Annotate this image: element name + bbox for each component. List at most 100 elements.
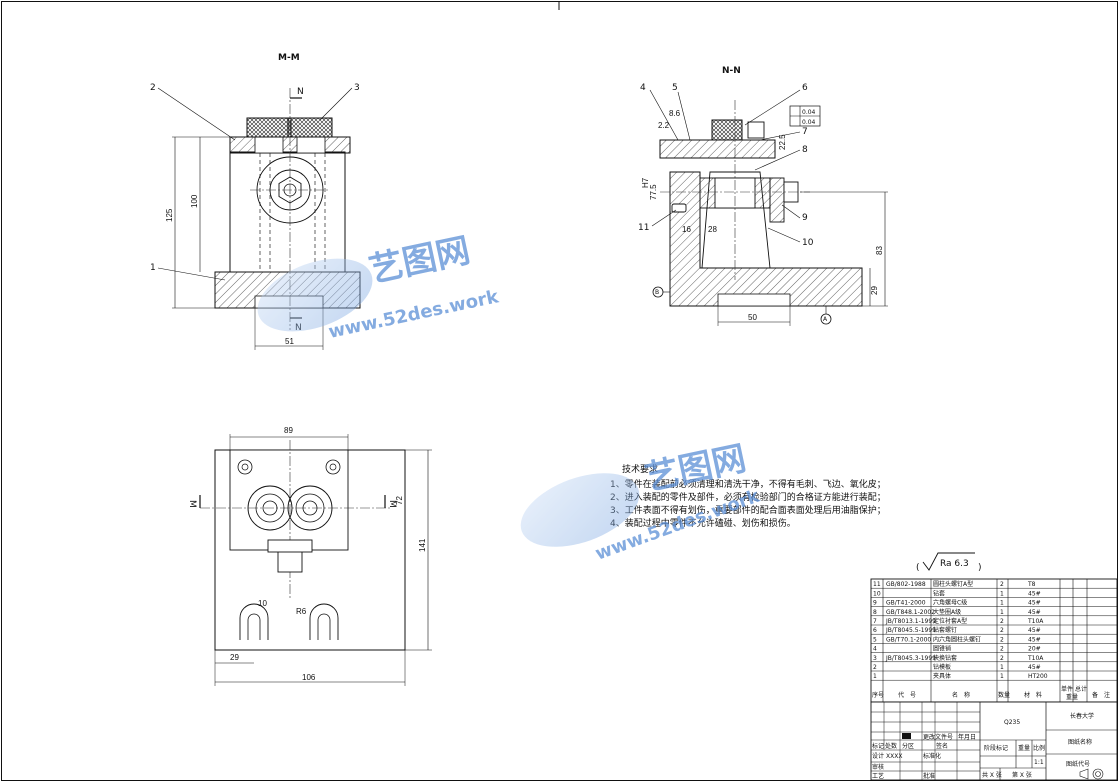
parts-cell-mat: 45# [1028,627,1041,634]
parts-cell-qty: 2 [1000,581,1004,588]
dim-nn-left-b: H7 [641,177,650,188]
parts-cell-qty: 2 [1000,618,1004,625]
tb-mark: 标记 [872,742,884,750]
hdr-name: 名 称 [952,691,970,699]
watermark-2: 艺图网 www.52des.work [520,438,763,565]
tb-sheets: 共 X 张 [982,771,1002,779]
parts-cell-no: 9 [873,600,877,607]
parts-cell-mat: T10A [1027,655,1044,662]
tb-process: 工艺 [872,772,884,780]
view-title-mm: M-M [278,53,300,63]
dim-mm-height-inner: 100 [190,194,199,208]
tb-org: 长春大学 [1070,712,1094,720]
parts-cell-qty: 2 [1000,646,1004,653]
parts-cell-name: 钻模板 [933,663,951,671]
parts-cell-no: 3 [873,655,877,662]
tb-review: 审核 [872,763,884,771]
redacted-block [902,733,911,739]
parts-cell-no: 6 [873,627,877,634]
dim-nn-right-base: 29 [870,286,879,295]
note-3: 3、工件表面不得有划伤，重要部件的配合面表面处理后用油脂保护； [610,504,886,516]
dim-nn-mid: 28 [708,225,717,234]
dim-nn-base-width: 50 [748,313,757,322]
parts-cell-mat: 45# [1028,636,1041,643]
hdr-wt: 重量 [1066,693,1078,701]
tb-date: 年月日 [958,733,976,741]
parts-cell-name: 大垫圈A级 [933,608,961,616]
dim-top-r2: 10 [258,599,267,608]
parts-cell-code: JB/T8045.3-1999 [885,655,936,662]
callout-1: 1 [150,263,156,273]
parts-cell-qty: 2 [1000,655,1004,662]
parts-cell-qty: 1 [1000,590,1004,597]
callout-3: 3 [354,83,360,93]
view-title-nn: N-N [722,66,741,76]
callout-7: 7 [802,127,808,137]
tb-scale: 比例 [1033,744,1045,752]
parts-cell-mat: 20# [1028,646,1041,653]
parts-cell-mat: 45# [1028,600,1041,607]
parts-cell-mat: T10A [1027,618,1044,625]
title-block: 标记 处数 分区 更改文件号 签名 年月日 设计 XXXX 标准化 审核 工艺 … [870,701,1118,781]
parts-cell-code: GB/802-1988 [886,581,926,588]
dim-nn-top-a: 8.6 [669,109,681,118]
parts-list-header: 序号 代 号 名 称 数量 材 料 单件 总计 重量 备 注 [872,685,1110,701]
parts-cell-qty: 2 [1000,627,1004,634]
dim-nn-top-b: 2.2 [658,121,670,130]
callout-2: 2 [150,83,156,93]
tb-design-name: XXXX [886,753,902,760]
parts-cell-mat: T8 [1027,581,1036,588]
parts-cell-name: 内六角圆柱头螺钉 [933,635,981,643]
tb-doc: 更改文件号 [923,733,953,741]
section-letter-n-top: N [297,87,304,97]
parts-cell-no: 8 [873,609,877,616]
parts-cell-code: GB/T41-2000 [886,600,926,607]
dim-nn-mid2: 16 [682,225,691,234]
parts-cell-no: 11 [873,581,881,588]
callout-9: 9 [802,213,808,223]
technical-requirements: 技术要求 1、零件在装配前必须清理和清洗干净，不得有毛刺、飞边、氧化皮； 2、进… [610,463,886,529]
callout-4: 4 [640,83,646,93]
parts-cell-no: 7 [873,618,877,625]
dim-top-side: 72 [395,496,404,505]
callout-8: 8 [802,145,808,155]
projection-symbol-icon [1079,768,1104,780]
callout-6: 6 [802,83,808,93]
note-2: 2、进入装配的零件及部件，必须有检验部门的合格证方能进行装配； [610,491,886,503]
datum-b: B [655,289,659,296]
watermark-globe-icon [257,258,373,332]
section-view-nn: N-N B A 0.04 0.04 83 [638,66,888,326]
parts-cell-no: 1 [873,673,877,680]
parts-cell-code: JB/T8013.1-1999 [885,618,936,625]
section-letter-m-right: M [387,500,397,508]
tb-sign: 签名 [936,742,948,750]
roughness-paren-right: ) [978,563,982,573]
hdr-code: 代 号 [898,691,916,699]
dim-nn-right-height: 83 [875,246,884,255]
dim-nn-left-a: 77.5 [649,184,658,200]
roughness-value: Ra 6.3 [940,559,969,569]
dim-top-height: 141 [418,538,427,552]
parts-cell-qty: 1 [1000,609,1004,616]
hdr-mat: 材 料 [1024,691,1042,699]
watermark-globe-icon-2 [520,473,640,547]
dim-nn-tol-d: 22.5 [778,134,787,150]
note-4: 4、装配过程中零件不允许磕碰、划伤和损伤。 [610,517,796,529]
parts-cell-name: 钻套 [933,589,945,597]
dim-top-r1: R6 [296,607,307,616]
parts-cell-name: 快换钻套 [933,654,957,662]
callout-11: 11 [638,223,649,233]
parts-cell-code: GB/T848.1-2002 [886,609,935,616]
datum-a: A [823,316,828,323]
parts-cell-code: GB/T70.1-2000 [886,636,931,643]
parts-cell-mat: 45# [1028,664,1041,671]
dim-mm-base-width: 51 [285,337,294,346]
parts-cell-no: 5 [873,636,877,643]
tb-approve: 批准 [923,772,935,780]
dim-top-width: 89 [284,426,293,435]
tb-sheet: 第 X 张 [1012,771,1032,779]
tb-drawing-name: 图纸名称 [1068,738,1092,746]
note-1: 1、零件在装配前必须清理和清洗干净，不得有毛刺、飞边、氧化皮； [610,478,886,490]
surface-roughness-symbol: Ra 6.3 ( ) [916,552,982,573]
